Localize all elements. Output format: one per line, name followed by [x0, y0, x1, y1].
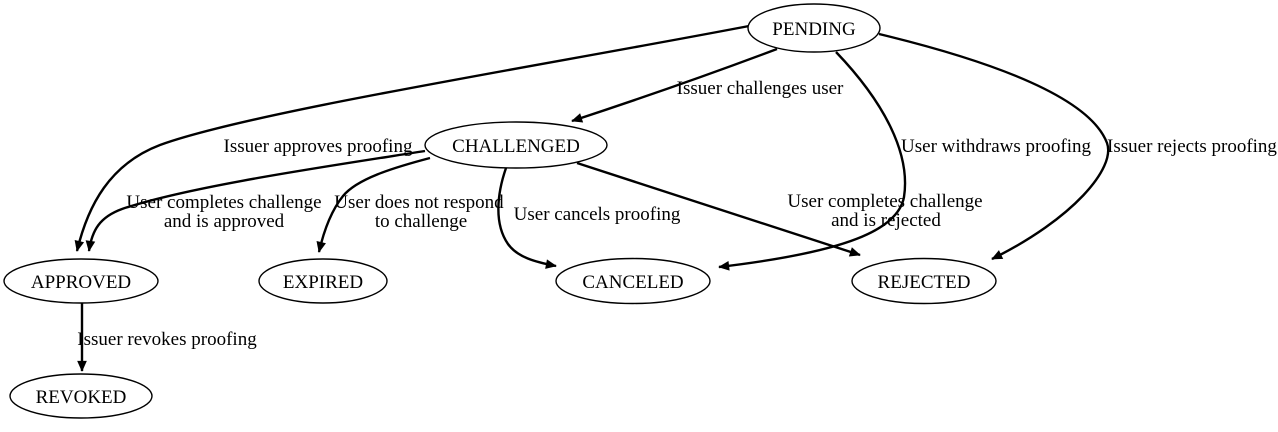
edge-label: User completes challenge — [126, 192, 321, 213]
edge-line — [576, 161, 861, 257]
node-ellipse — [3, 258, 159, 304]
node-label: PENDING — [772, 19, 856, 40]
edge-challenged-rejected: User completes challenge and is rejected — [576, 161, 983, 257]
node-ellipse — [258, 258, 388, 304]
node-label: APPROVED — [31, 272, 131, 293]
node-ellipse — [9, 373, 153, 419]
edge-group: Issuer challenges user Issuer approves p… — [74, 24, 1277, 372]
edge-label: to challenge — [375, 211, 467, 232]
edge-label: and is rejected — [831, 210, 941, 231]
node-label: EXPIRED — [283, 272, 363, 293]
edge-label: Issuer rejects proofing — [1107, 136, 1277, 157]
edge-pending-approved: Issuer approves proofing — [74, 24, 750, 252]
edge-label: and is approved — [164, 211, 285, 232]
state-node-canceled: CANCELED — [555, 257, 711, 305]
node-ellipse — [747, 3, 881, 53]
state-node-challenged: CHALLENGED — [424, 121, 608, 169]
state-node-revoked: REVOKED — [9, 373, 153, 419]
edge-label: User does not respond — [334, 192, 504, 213]
node-ellipse — [424, 121, 608, 169]
edge-line — [571, 47, 778, 123]
edge-label: User completes challenge — [787, 191, 982, 212]
edge-label: User withdraws proofing — [901, 136, 1091, 157]
node-label: REVOKED — [36, 387, 127, 408]
edge-line — [878, 32, 1110, 261]
node-label: CANCELED — [582, 272, 683, 293]
edge-label: Issuer challenges user — [677, 78, 844, 99]
node-ellipse — [851, 257, 997, 305]
edge-line — [316, 156, 431, 253]
node-label: CHALLENGED — [452, 136, 580, 157]
edge-label: User cancels proofing — [514, 204, 681, 225]
node-group: PENDING CHALLENGED APPROVED EXPIRED CANC… — [3, 3, 997, 419]
edge-challenged-approved: User completes challenge and is approved — [85, 149, 426, 252]
state-node-expired: EXPIRED — [258, 258, 388, 304]
edge-challenged-expired: User does not respond to challenge — [316, 156, 504, 253]
edge-line — [718, 51, 907, 271]
edge-pending-rejected: Issuer rejects proofing — [878, 32, 1277, 261]
state-node-rejected: REJECTED — [851, 257, 997, 305]
node-ellipse — [555, 257, 711, 305]
edge-pending-challenged: Issuer challenges user — [571, 47, 844, 123]
edge-approved-revoked: Issuer revokes proofing — [77, 303, 257, 372]
node-label: REJECTED — [878, 272, 971, 293]
state-node-pending: PENDING — [747, 3, 881, 53]
edge-line — [497, 167, 557, 269]
edge-label: Issuer approves proofing — [224, 136, 413, 157]
edge-line — [74, 24, 750, 252]
edge-pending-canceled: User withdraws proofing — [718, 51, 1091, 271]
state-node-approved: APPROVED — [3, 258, 159, 304]
edge-label: Issuer revokes proofing — [77, 329, 257, 350]
edge-line — [85, 149, 426, 252]
edge-challenged-canceled: User cancels proofing — [497, 167, 681, 269]
